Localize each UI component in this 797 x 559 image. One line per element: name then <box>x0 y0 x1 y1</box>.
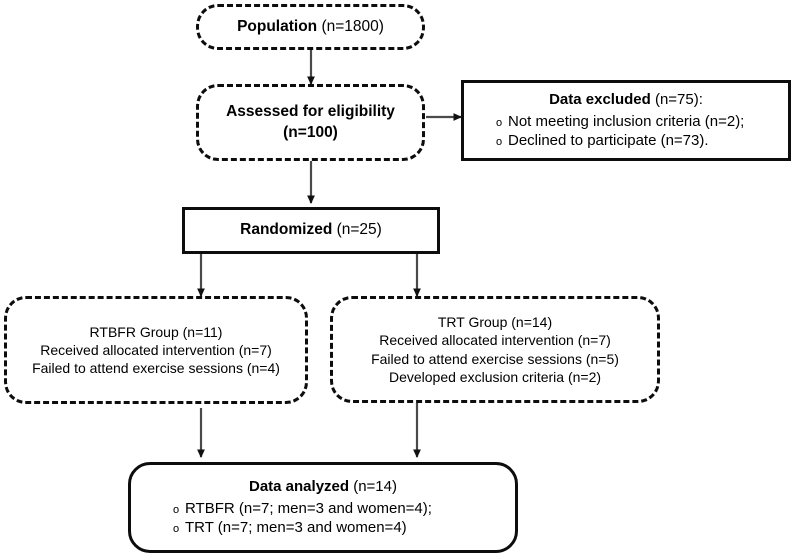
bullet-circle-icon: o <box>495 116 503 129</box>
rtbfr-line-3: Failed to attend exercise sessions (n=4) <box>32 360 280 377</box>
data-excluded-heading: Data excluded (n=75): <box>549 91 703 109</box>
node-population: Population (n=1800) <box>196 4 425 50</box>
list-item-label: Not meeting inclusion criteria (n=2); <box>508 112 745 130</box>
list-item: o TRT (n=7; men=3 and women=4) <box>167 518 515 538</box>
node-assessed-for-eligibility: Assessed for eligibility (n=100) <box>196 84 425 161</box>
randomized-label: Randomized (n=25) <box>240 221 382 239</box>
trt-line-1: TRT Group (n=14) <box>437 314 553 331</box>
node-rtbfr-group: RTBFR Group (n=11) Received allocated in… <box>4 296 308 404</box>
rtbfr-line-1: RTBFR Group (n=11) <box>89 323 223 340</box>
node-data-analyzed: Data analyzed (n=14) o RTBFR (n=7; men=3… <box>128 462 518 553</box>
assessed-line-1: Assessed for eligibility <box>226 103 395 121</box>
population-label: Population (n=1800) <box>237 17 384 35</box>
list-item-label: RTBFR (n=7; men=3 and women=4); <box>185 499 432 517</box>
bullet-circle-icon: o <box>495 136 503 149</box>
trt-line-3: Failed to attend exercise sessions (n=5) <box>371 350 619 367</box>
rtbfr-line-2: Received allocated intervention (n=7) <box>40 341 272 358</box>
assessed-line-2: (n=100) <box>283 123 338 141</box>
node-data-excluded: Data excluded (n=75): o Not meeting incl… <box>461 80 791 161</box>
node-randomized: Randomized (n=25) <box>182 207 440 254</box>
list-item: o Declined to participate (n=73). <box>490 131 788 151</box>
list-item: o RTBFR (n=7; men=3 and women=4); <box>167 499 515 519</box>
bullet-circle-icon: o <box>172 523 180 536</box>
trt-line-2: Received allocated intervention (n=7) <box>379 332 611 349</box>
list-item-label: Declined to participate (n=73). <box>508 132 709 150</box>
data-excluded-list: o Not meeting inclusion criteria (n=2); … <box>464 112 788 151</box>
bullet-circle-icon: o <box>172 503 180 516</box>
trt-line-4: Developed exclusion criteria (n=2) <box>388 368 602 385</box>
node-trt-group: TRT Group (n=14) Received allocated inte… <box>330 296 660 403</box>
list-item: o Not meeting inclusion criteria (n=2); <box>490 112 788 132</box>
list-item-label: TRT (n=7; men=3 and women=4) <box>185 519 407 537</box>
data-analyzed-list: o RTBFR (n=7; men=3 and women=4); o TRT … <box>131 499 515 538</box>
data-analyzed-heading: Data analyzed (n=14) <box>249 478 397 496</box>
